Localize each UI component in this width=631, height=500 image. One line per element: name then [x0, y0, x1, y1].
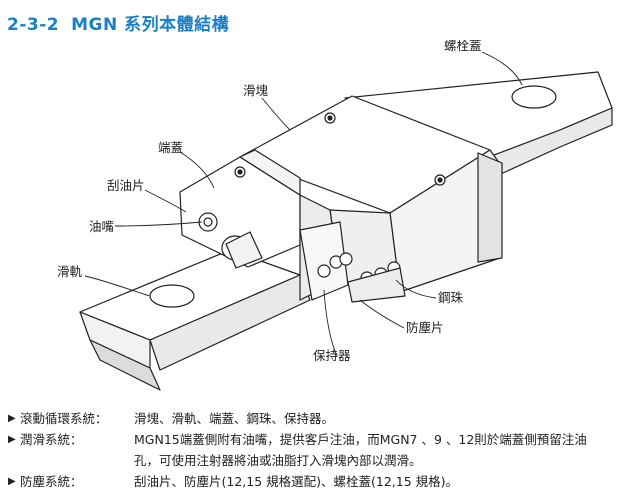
section-number: 2-3-2	[7, 15, 60, 35]
spec-row-lubrication: ▶ 潤滑系統： MGN15端蓋側附有油嘴，提供客戶注油，而MGN7 、9 、12…	[8, 429, 628, 450]
spec-list: ▶ 滾動循環系統： 滑塊、滑軌、端蓋、鋼珠、保持器。 ▶ 潤滑系統： MGN15…	[8, 408, 628, 492]
section-heading: 2-3-2 MGN 系列本體結構	[7, 10, 307, 40]
guide-structure-figure: 螺栓蓋 滑塊 端蓋 刮油片 油嘴 滑軌 鋼珠 防塵片 保持器	[0, 40, 631, 400]
label-block: 滑塊	[243, 83, 269, 98]
label-bottom-seal: 防塵片	[406, 320, 444, 335]
label-grease-nipple: 油嘴	[89, 219, 115, 234]
label-end-seal-cap: 螺栓蓋	[444, 40, 482, 53]
label-scraper: 刮油片	[107, 178, 145, 193]
spec-key: 潤滑系統：	[20, 432, 83, 447]
label-ball: 鋼珠	[438, 290, 464, 305]
spec-value: MGN15端蓋側附有油嘴，提供客戶注油，而MGN7 、9 、12則於端蓋側預留注…	[134, 432, 587, 447]
label-rail: 滑軌	[57, 264, 83, 279]
spec-row-lubrication-cont: 孔，可使用注射器將油或油脂打入滑塊內部以潤滑。	[8, 450, 628, 471]
spec-value: 孔，可使用注射器將油或油脂打入滑塊內部以潤滑。	[134, 453, 422, 468]
spec-key: 防塵系統：	[20, 474, 83, 489]
bullet-icon: ▶	[8, 434, 16, 445]
guide-diagram: 螺栓蓋 滑塊 端蓋 刮油片 油嘴 滑軌 鋼珠 防塵片 保持器	[57, 40, 613, 391]
spec-key: 滾動循環系統：	[20, 411, 108, 426]
label-retainer: 保持器	[313, 348, 351, 363]
spec-value: 刮油片、防塵片(12,15 規格選配)、螺栓蓋(12,15 規格)。	[134, 474, 459, 489]
label-end-cap: 端蓋	[158, 140, 183, 155]
section-title: MGN 系列本體結構	[71, 15, 230, 35]
bullet-icon: ▶	[8, 476, 16, 487]
spec-value: 滑塊、滑軌、端蓋、鋼珠、保持器。	[134, 411, 335, 426]
spec-row-rolling: ▶ 滾動循環系統： 滑塊、滑軌、端蓋、鋼珠、保持器。	[8, 408, 628, 429]
bullet-icon: ▶	[8, 413, 16, 424]
rail-bolt-hole-back	[511, 85, 557, 109]
spec-row-dust: ▶ 防塵系統： 刮油片、防塵片(12,15 規格選配)、螺栓蓋(12,15 規格…	[8, 471, 628, 492]
rail-bolt-hole-front	[149, 284, 195, 308]
